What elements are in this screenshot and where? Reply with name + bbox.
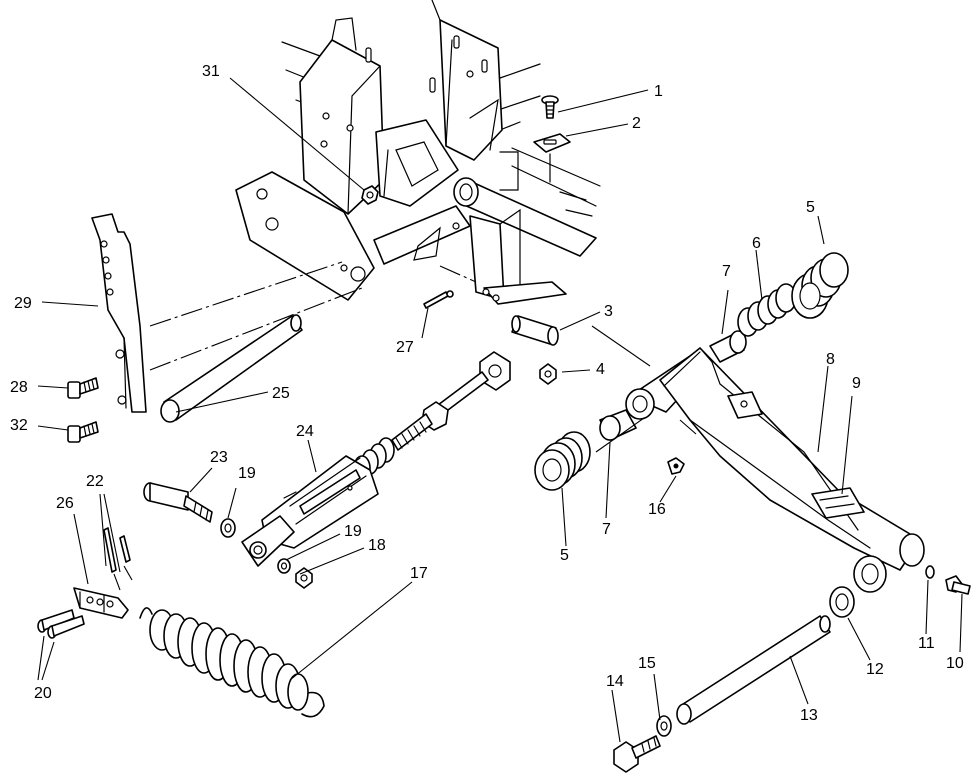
adjustment-bracket [91, 213, 147, 413]
shaft-13 [676, 615, 831, 725]
callout-7a: 7 [722, 263, 731, 280]
callout-28: 28 [10, 379, 28, 396]
callout-labels: 1 2 3 4 5 5 6 7 7 8 9 10 11 12 13 14 15 … [10, 63, 964, 724]
callout-17: 17 [410, 565, 428, 582]
callout-13: 13 [800, 707, 818, 724]
callout-25: 25 [272, 385, 290, 402]
grease-fitting-16 [667, 457, 685, 475]
bolt-28 [67, 377, 99, 399]
callout-23: 23 [210, 449, 228, 466]
bolt-23 [143, 482, 213, 523]
nut-4 [539, 363, 557, 385]
clip-2 [533, 133, 571, 153]
callout-16: 16 [648, 501, 666, 518]
turnbuckle-assembly-24 [241, 351, 511, 567]
bushing-7-lower [599, 409, 637, 441]
callout-24: 24 [296, 423, 314, 440]
callout-1: 1 [654, 83, 663, 100]
callout-20: 20 [34, 685, 52, 702]
callout-18: 18 [368, 537, 386, 554]
callout-3: 3 [604, 303, 613, 320]
spring-6 [737, 283, 797, 337]
boot-5-lower [534, 431, 591, 491]
bushing-7-upper [709, 330, 747, 363]
screw-1 [541, 95, 559, 119]
callout-32: 32 [10, 417, 28, 434]
callout-2: 2 [632, 115, 641, 132]
callout-27: 27 [396, 339, 414, 356]
bolt-14 [613, 735, 661, 773]
pin-22 [103, 527, 131, 573]
chassis-frame [235, 0, 601, 305]
clip-11 [925, 565, 935, 579]
callout-7b: 7 [602, 521, 611, 538]
callout-4: 4 [596, 361, 605, 378]
washer-12 [829, 586, 855, 618]
callout-31: 31 [202, 63, 220, 80]
bolt-20 [37, 609, 85, 639]
callout-26: 26 [56, 495, 74, 512]
callout-8: 8 [826, 351, 835, 368]
callout-5b: 5 [560, 547, 569, 564]
bolt-32 [67, 421, 99, 443]
spring-17 [139, 607, 325, 718]
callout-19a: 19 [238, 465, 256, 482]
control-arm-8 [625, 347, 925, 593]
callout-5a: 5 [806, 199, 815, 216]
callout-10: 10 [946, 655, 964, 672]
tube-25 [160, 314, 303, 423]
callout-12: 12 [866, 661, 884, 678]
cotter-pin-27 [423, 290, 454, 309]
callout-15: 15 [638, 655, 656, 672]
bracket-26 [73, 587, 129, 619]
callout-11: 11 [918, 635, 935, 652]
callout-19b: 19 [344, 523, 362, 540]
callout-29: 29 [14, 295, 32, 312]
washer-15 [656, 715, 672, 737]
leader-lines [37, 77, 963, 743]
pin-3 [511, 315, 559, 346]
callout-14: 14 [606, 673, 624, 690]
callout-22: 22 [86, 473, 104, 490]
callout-9: 9 [852, 375, 861, 392]
bolt-10 [945, 575, 971, 595]
callout-6: 6 [752, 235, 761, 252]
boot-5-upper [791, 252, 849, 319]
